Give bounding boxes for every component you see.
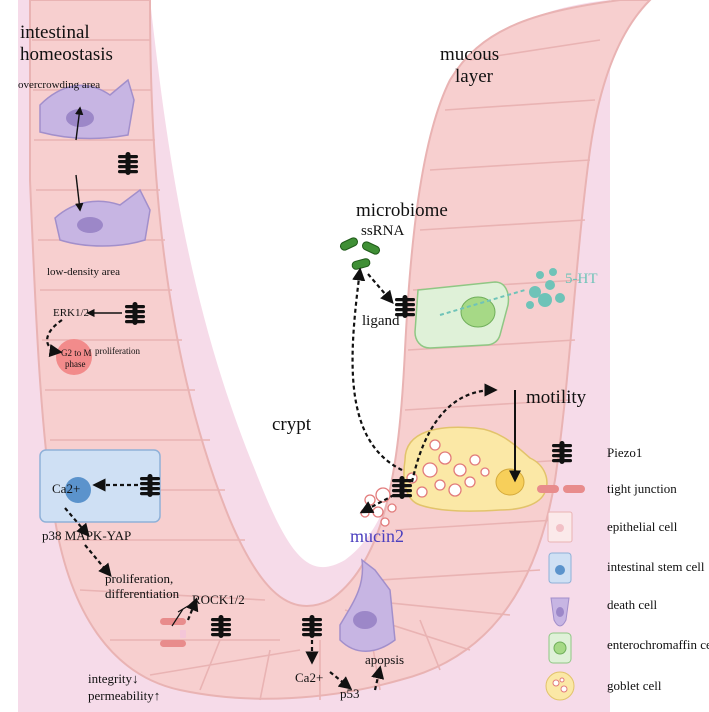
microbiome-bacteria (339, 237, 381, 270)
label-crypt: crypt (272, 414, 312, 435)
label-serotonin: 5-HT (565, 271, 598, 287)
death-cell-bottom (339, 558, 396, 652)
goblet-granules (406, 439, 490, 498)
label-apopsis: apopsis (365, 652, 404, 667)
label-rock: ROCK1/2 (192, 592, 245, 607)
legend-label-epithelial-cell: epithelial cell (607, 519, 678, 534)
label-ssrna: ssRNA (361, 223, 405, 239)
label-permeability: permeability↑ (88, 688, 160, 703)
label-overcrowding: overcrowding area (18, 79, 100, 91)
legend-label-enterochromaffin-cell: enterochromaffin cell (607, 637, 709, 652)
serotonin-granules (526, 268, 565, 309)
legend-enterochromaffin-cell-icon (548, 632, 572, 664)
label-layer: layer (455, 66, 494, 87)
serotonin-release-arrow (439, 289, 526, 316)
label-integrity: integrity↓ (88, 671, 139, 686)
label-proliferation: proliferation (95, 346, 140, 356)
label-low-density: low-density area (47, 266, 120, 278)
legend-death-cell-icon (550, 597, 570, 627)
dashed-arrows (46, 267, 498, 691)
label-erk: ERK1/2 (53, 307, 89, 319)
title-intestinal: intestinal (20, 22, 90, 43)
death-cell-top (39, 78, 135, 140)
legend-intestinal-stem-cell-icon (548, 552, 572, 584)
legend-label-death-cell: death cell (607, 597, 658, 612)
label-mucous: mucous (440, 44, 499, 65)
legend-label-tight-junction: tight junction (607, 481, 677, 496)
legend-label-piezo1: Piezo1 (607, 445, 642, 460)
rock-inhibition (171, 605, 189, 627)
label-ca-bottom: Ca2+ (295, 670, 323, 685)
label-g2m-1: G2 to M (61, 348, 92, 358)
legend-label-intestinal-stem-cell: intestinal stem cell (607, 559, 705, 574)
label-prolif-diff-2: differentiation (105, 586, 180, 601)
legend-tight-junction-icon (537, 485, 585, 493)
label-mucin: mucin2 (350, 526, 404, 546)
label-g2m-2: phase (65, 359, 86, 369)
legend-epithelial-cell-icon (547, 511, 573, 543)
label-prolif-diff-1: proliferation, (105, 571, 173, 586)
legend-label-goblet-cell: goblet cell (607, 678, 662, 693)
label-ligand: ligand (362, 313, 400, 329)
label-p53: p53 (340, 686, 360, 701)
label-p38: p38 MAPK-YAP (42, 528, 131, 543)
label-microbiome: microbiome (356, 200, 448, 221)
tight-junction-bottom (160, 618, 186, 647)
label-ca-left: Ca2+ (52, 481, 80, 496)
solid-arrows (74, 106, 521, 483)
label-motility: motility (526, 387, 587, 408)
legend-goblet-cell-icon (545, 671, 575, 701)
title-homeostasis: homeostasis (20, 44, 113, 65)
legend: Piezo1 tight junction epithelial cell in… (537, 441, 709, 701)
